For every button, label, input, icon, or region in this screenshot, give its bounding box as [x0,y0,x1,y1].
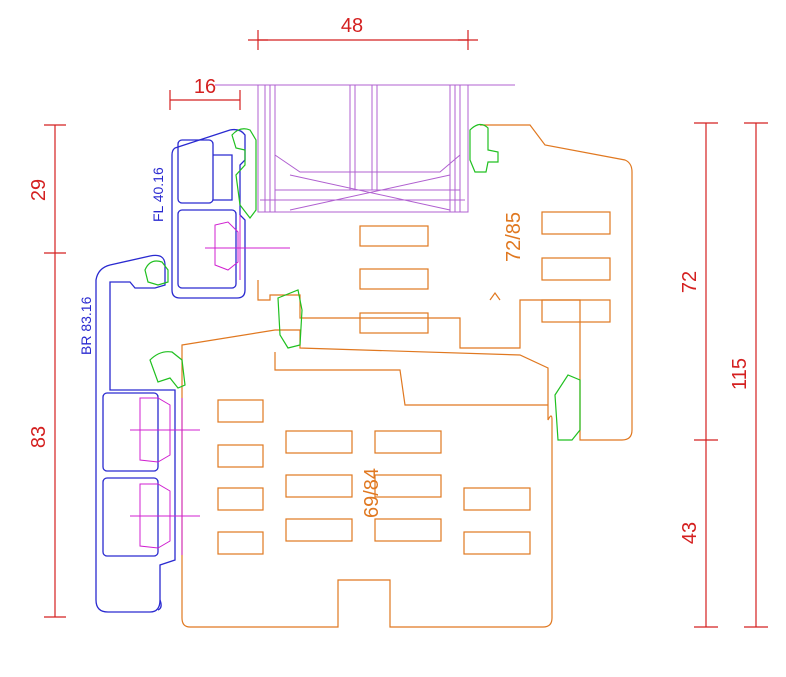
lower-frame-depth-label: 69/84 [361,468,383,518]
upper-sash-label: FL 40.16 [150,167,166,222]
dim-top-width: 48 [341,15,363,37]
aluminium-frame-profile: BR 83.16 [78,254,176,613]
dimension-lines [44,30,768,628]
dim-right-total: 115 [729,358,751,390]
dim-right-upper: 72 [679,271,701,293]
dim-right-lower: 43 [679,522,701,544]
dim-left-lower: 83 [28,426,50,448]
dim-left-upper: 29 [28,179,50,201]
aluminium-sash-profile: FL 40.16 [150,128,246,299]
upper-frame-label: 72/85 [503,212,525,262]
dim-sash-offset: 16 [194,76,216,98]
upper-timber-frame: 72/85 [257,124,633,441]
dimension-labels: 48 16 29 83 72 43 115 [28,15,751,544]
lower-frame-label: BR 83.16 [78,296,94,355]
glazing-unit [215,84,515,213]
lower-timber-sash: 69/84 [181,329,553,628]
gaskets [144,123,581,441]
hardware [130,215,290,555]
